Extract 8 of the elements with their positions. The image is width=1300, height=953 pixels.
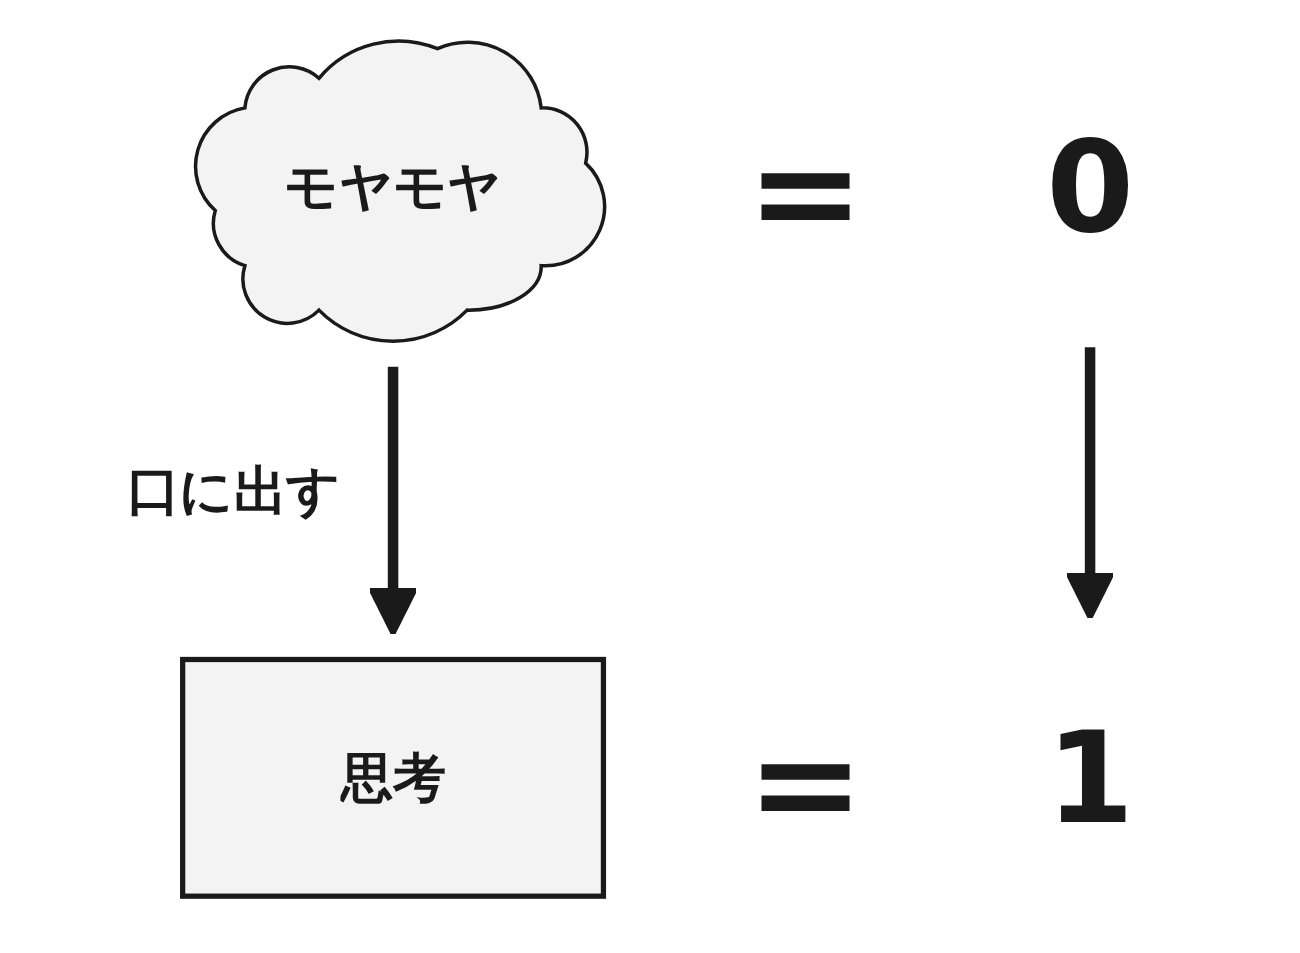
arrow	[1065, 347, 1116, 621]
number-label: 0	[1046, 113, 1134, 261]
equals-sign: ＝	[725, 106, 887, 268]
cloud-shape: モヤモヤ	[193, 39, 607, 343]
process-box: 思考	[180, 656, 607, 899]
arrow	[368, 366, 419, 637]
equals-sign: ＝	[724, 697, 886, 859]
number-label: 1	[1046, 704, 1134, 852]
